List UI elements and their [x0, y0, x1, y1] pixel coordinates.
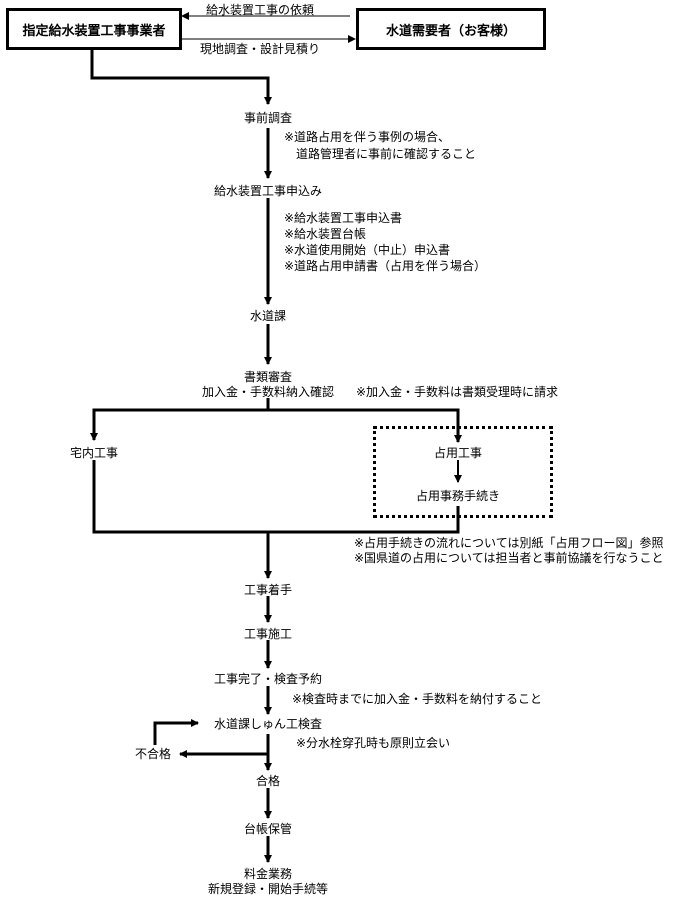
step-billing-1: 料金業務 — [243, 867, 293, 881]
step-indoor-work: 宅内工事 — [69, 446, 119, 460]
merge-note-1: ※占用手続きの流れについては別紙「占用フロー図」参照 — [354, 536, 664, 550]
step-construction-start: 工事着手 — [243, 583, 293, 597]
step-application: 給水装置工事申込み — [213, 184, 323, 198]
step-ledger: 台帳保管 — [243, 822, 293, 836]
pre-survey-note-2: 道路管理者に事前に確認すること — [296, 147, 477, 161]
customer-label: 水道需要者（お客様） — [385, 23, 516, 39]
customer-box: 水道需要者（お客様） — [356, 8, 546, 50]
step-fail: 不合格 — [135, 747, 172, 761]
step-occupancy-work: 占用工事 — [433, 446, 483, 460]
completion-note: ※検査時までに加入金・手数料を納付すること — [292, 692, 543, 706]
inspection-note: ※分水栓穿孔時も原則立会い — [296, 736, 451, 750]
occupancy-dotted-box — [373, 426, 553, 518]
app-note-3: ※水道使用開始（中止）申込書 — [284, 243, 451, 257]
request-label: 給水装置工事の依頼 — [206, 3, 315, 17]
app-note-2: ※給水装置台帳 — [284, 227, 367, 241]
pre-survey-note-1: ※道路占用を伴う事例の場合、 — [284, 130, 451, 144]
contractor-to-main — [90, 50, 272, 105]
doc-review-note: ※加入金・手数料は書類受理時に請求 — [356, 385, 559, 399]
contractor-label: 指定給水装置工事事業者 — [22, 23, 166, 39]
app-note-4: ※道路占用申請書（占用を伴う場合） — [284, 259, 487, 273]
step-completion: 工事完了・検査予約 — [213, 672, 323, 686]
step-billing-2: 新規登録・開始手続等 — [207, 882, 329, 896]
step-water-section: 水道課 — [249, 309, 287, 323]
merge-line — [92, 460, 460, 534]
step-inspection: 水道課しゅん工検査 — [213, 717, 323, 731]
contractor-box: 指定給水装置工事事業者 — [6, 8, 182, 50]
step-doc-review-1: 書類審査 — [243, 370, 293, 384]
step-pass: 合格 — [255, 774, 281, 788]
step-pre-survey: 事前調査 — [243, 111, 293, 125]
survey-label: 現地調査・設計見積り — [200, 42, 321, 56]
step-doc-review-2: 加入金・手数料納入確認 — [201, 385, 335, 399]
merge-note-2: ※国県道の占用については担当者と事前協議を行なうこと — [354, 551, 664, 565]
app-note-1: ※給水装置工事申込書 — [284, 211, 403, 225]
step-occupancy-procedure: 占用事務手続き — [415, 489, 501, 503]
step-construction: 工事施工 — [243, 627, 293, 641]
fail-loop — [153, 719, 199, 745]
